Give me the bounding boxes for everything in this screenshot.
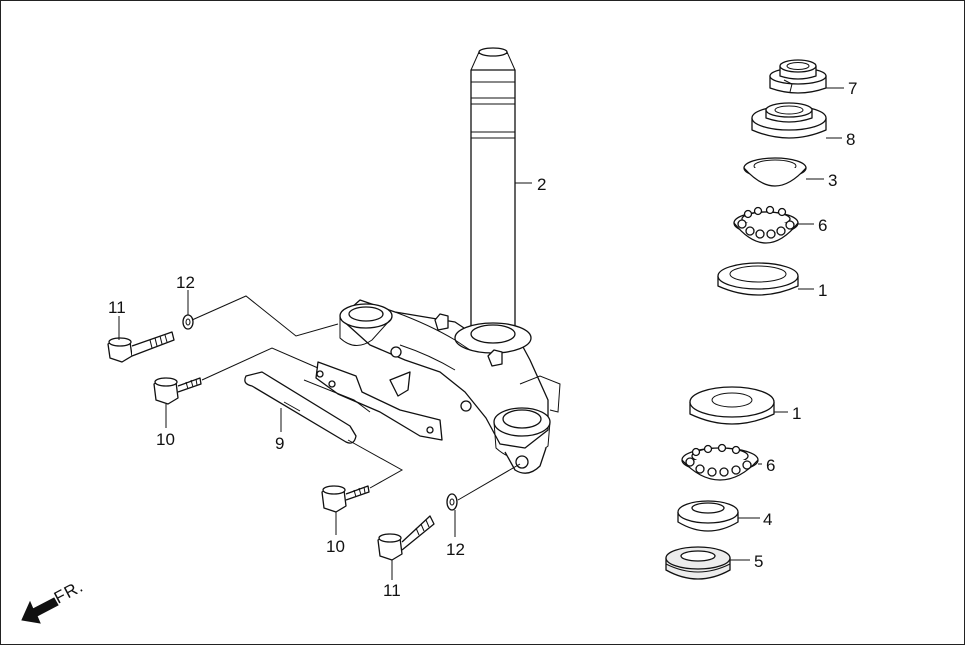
callout-5: 5 [754, 552, 763, 571]
triple-clamp [339, 299, 561, 474]
adjusting-nut-8 [751, 102, 827, 139]
ball-race-1-upper [717, 262, 799, 296]
bolt-11-upper [107, 331, 175, 363]
callout-11-upper: 11 [108, 298, 126, 317]
ball-race-1-lower [689, 386, 775, 425]
callout-8: 8 [846, 130, 855, 149]
callout-10-upper: 10 [156, 430, 175, 449]
bolt-10-upper [153, 377, 202, 405]
callout-1-lower: 1 [792, 404, 801, 423]
callout-6-upper: 6 [818, 216, 827, 235]
front-direction-indicator: FR. [21, 576, 87, 624]
upper-cone-race-3 [743, 157, 807, 187]
callout-4: 4 [763, 510, 772, 529]
cable-stay-bracket [244, 361, 443, 444]
callout-3: 3 [828, 171, 837, 190]
lock-nut-7 [769, 59, 827, 94]
callout-9: 9 [275, 434, 284, 453]
washer-12-upper [182, 314, 194, 330]
callout-10-lower: 10 [326, 537, 345, 556]
callout-labels: 2 7 8 3 6 1 1 6 4 5 9 10 10 11 11 12 12 [108, 79, 857, 600]
callout-1-upper: 1 [818, 281, 827, 300]
leader-lines [118, 87, 844, 580]
washer-12-lower [446, 493, 458, 511]
callout-11-lower: 11 [383, 581, 401, 600]
callout-12-upper: 12 [176, 273, 195, 292]
callout-6-lower: 6 [766, 456, 775, 475]
callout-12-lower: 12 [446, 540, 465, 559]
front-arrow-icon [21, 597, 59, 624]
dust-seal-5 [665, 546, 731, 580]
callout-7: 7 [848, 79, 857, 98]
steering-stem-shaft [470, 47, 516, 333]
direction-label: FR. [51, 576, 87, 607]
bolt-11-lower [377, 515, 435, 561]
ball-bearing-6-lower [681, 443, 759, 481]
lower-cone-race-4 [677, 500, 739, 532]
callout-2: 2 [537, 175, 546, 194]
ball-bearing-6-upper [733, 205, 799, 244]
bolt-10-lower [321, 485, 370, 513]
